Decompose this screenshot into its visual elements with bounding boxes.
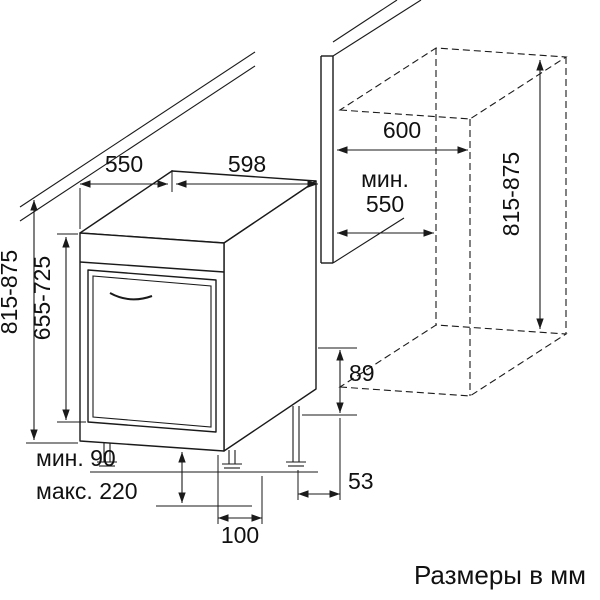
dim-655-725-label: 655-725 <box>29 256 55 340</box>
niche-dashed-outline <box>338 47 568 397</box>
dim-plinth-min-label: мин. 90 <box>36 445 116 471</box>
dim-appliance-height: 815-875 <box>0 200 78 444</box>
front-left-foot <box>97 443 117 467</box>
units-caption: Размеры в мм <box>414 560 586 590</box>
dim-plinth-max-label: макс. 220 <box>36 478 138 504</box>
dim-550-label: 550 <box>105 151 143 177</box>
dim-min-550-label: 550 <box>366 191 404 217</box>
dim-600-label: 600 <box>383 117 421 143</box>
dim-door-height: 655-725 <box>29 233 86 423</box>
dim-niche-height: 815-875 <box>498 60 544 329</box>
dishwasher-outline <box>79 170 317 452</box>
worktop-lines <box>19 51 256 222</box>
dim-rear-foot-side: 53 <box>297 418 374 500</box>
dim-appliance-depth: 550 <box>79 151 173 229</box>
door-handle <box>109 292 153 301</box>
dim-niche-width: 600 <box>337 117 468 154</box>
rear-foot <box>286 406 306 467</box>
dim-front-foot-offset: 100 <box>217 455 263 548</box>
cabinet-side-panel <box>320 0 422 264</box>
adjustable-feet <box>90 406 318 473</box>
dim-815-875-left-label: 815-875 <box>0 250 22 334</box>
dim-niche-depth: мин. 550 <box>337 166 434 237</box>
dim-89-label: 89 <box>349 360 375 386</box>
dim-100-label: 100 <box>221 522 259 548</box>
dim-rear-foot-offset: 89 <box>302 347 375 416</box>
dim-plinth-height: мин. 90 макс. 220 <box>36 445 252 507</box>
dim-min-word: мин. <box>361 166 409 192</box>
dim-53-label: 53 <box>348 468 374 494</box>
dim-815-875-right-label: 815-875 <box>498 152 524 236</box>
dishwasher-door <box>87 269 217 433</box>
dim-598-label: 598 <box>228 151 266 177</box>
dim-top-width: 598 <box>176 151 318 188</box>
front-right-foot <box>222 450 242 469</box>
